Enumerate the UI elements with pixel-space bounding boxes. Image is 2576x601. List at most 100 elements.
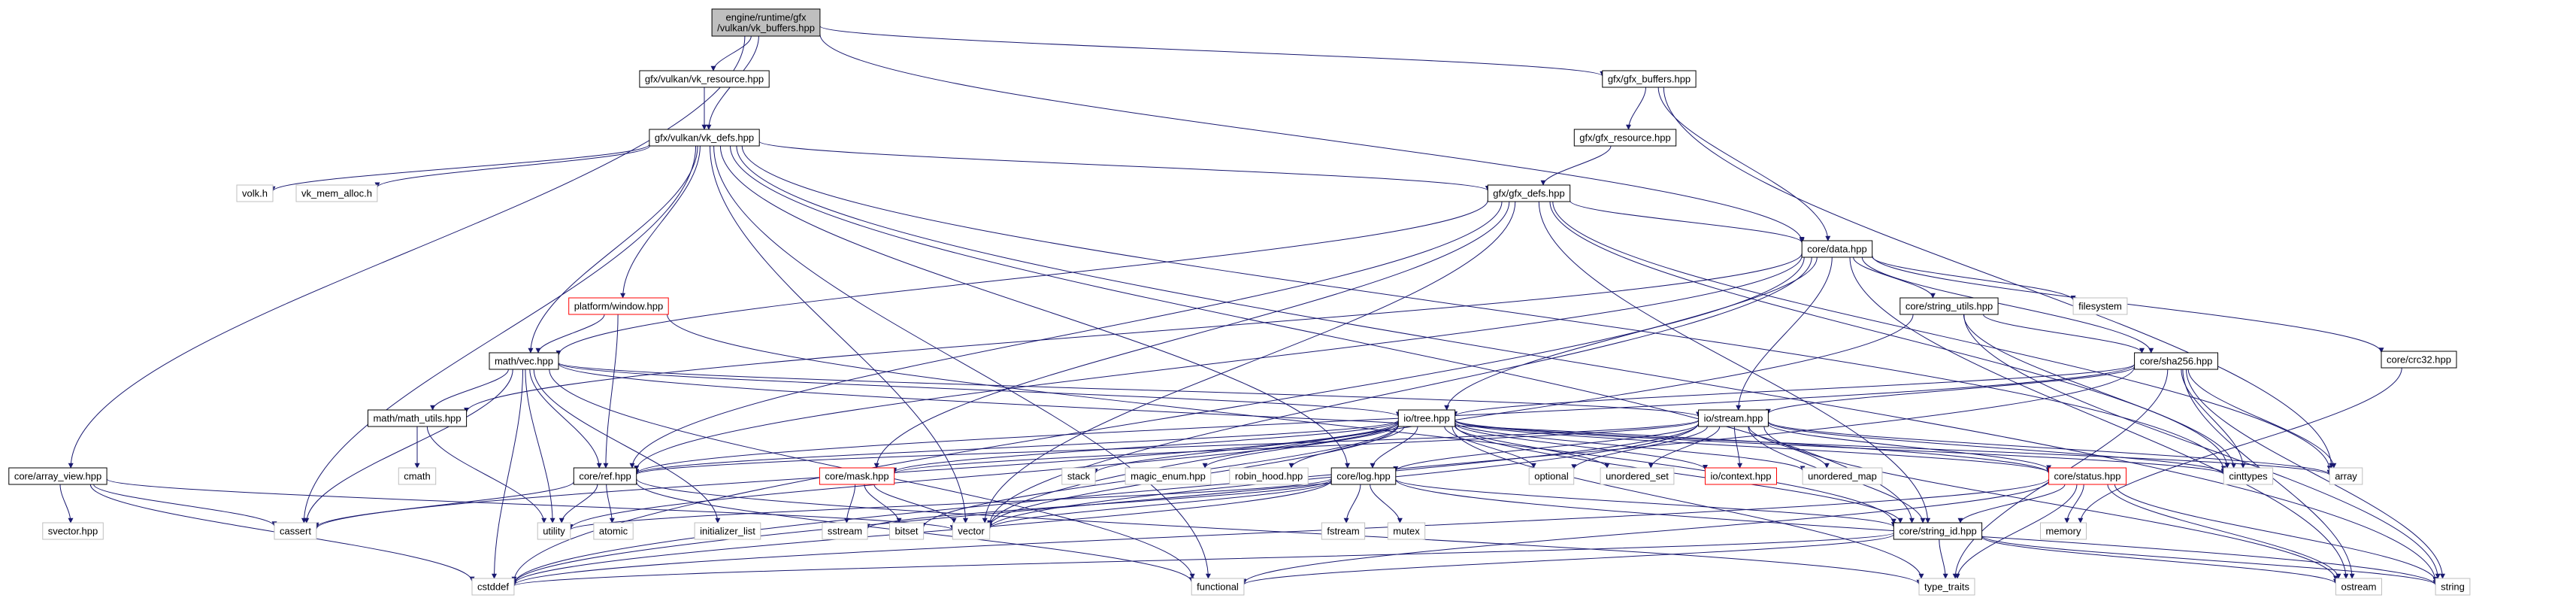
node-label: math/vec.hpp <box>495 356 553 367</box>
edge-string_utils-to-cinttypes <box>1963 314 2237 469</box>
node-root[interactable]: engine/runtime/gfx/vulkan/vk_buffers.hpp <box>711 8 821 37</box>
edge-window-to-vec <box>535 314 605 354</box>
edge-string_id-to-functional <box>1241 534 1894 585</box>
edge-gfx_defs-to-mask <box>873 201 1510 469</box>
node-box <box>711 8 821 37</box>
node-box <box>1705 467 1777 485</box>
edge-mask-to-sstream <box>843 484 856 524</box>
edge-vk_defs-to-string_id <box>730 145 1915 524</box>
node-bitset: bitset <box>889 522 925 540</box>
edge-ref-to-atomic <box>606 484 615 524</box>
edge-root-to-gfx_buffers <box>819 26 1606 77</box>
edge-vk_defs-to-gfx_defs <box>758 141 1491 191</box>
node-label: unordered_set <box>1606 471 1669 482</box>
edge-tree-to-type_traits <box>1451 426 1924 579</box>
node-crc32[interactable]: core/crc32.hpp <box>2381 351 2457 369</box>
edge-stream-to-cinttypes <box>1767 421 2226 474</box>
node-label: volk.h <box>242 188 268 199</box>
node-string-id[interactable]: core/string_id.hpp <box>1893 522 1983 540</box>
node-box <box>1801 240 1873 258</box>
edge-vec-to-stream <box>558 362 1701 417</box>
edge-root-to-vk_resource <box>710 35 752 71</box>
node-box <box>694 522 761 540</box>
node-array: array <box>2329 467 2363 485</box>
edge-vec-to-utility <box>525 369 555 524</box>
edge-vec-to-tree <box>558 363 1401 417</box>
node-memory: memory <box>2040 522 2087 540</box>
edge-data-to-math_utils <box>464 253 1803 413</box>
edge-sha256-to-cinttypes <box>2181 369 2246 469</box>
node-label: core/ref.hpp <box>579 471 631 482</box>
node-robin-hood: robin_hood.hpp <box>1229 467 1309 485</box>
node-window[interactable]: platform/window.hpp <box>568 297 669 315</box>
edge-gfx_defs-to-cinttypes <box>1549 201 2230 469</box>
node-math-utils[interactable]: math/math_utils.hpp <box>368 409 468 427</box>
node-cmath: cmath <box>398 467 437 485</box>
node-box <box>2072 297 2128 315</box>
edge-tree-to-mask <box>891 420 1399 473</box>
node-label: vk_mem_alloc.h <box>301 188 372 199</box>
edge-status-to-functional <box>1241 481 2050 584</box>
node-gfx-buffers[interactable]: gfx/gfx_buffers.hpp <box>1602 70 1697 88</box>
node-label: io/tree.hpp <box>1403 413 1449 424</box>
edge-log-to-vector <box>987 480 1332 530</box>
node-label: svector.hpp <box>48 526 98 537</box>
edge-gfx_defs-to-data <box>1570 200 1805 244</box>
node-string-utils[interactable]: core/string_utils.hpp <box>1899 297 1999 315</box>
node-box <box>2134 352 2219 370</box>
dependency-nodes: engine/runtime/gfx/vulkan/vk_buffers.hpp… <box>8 8 2471 596</box>
node-ostream: ostream <box>2335 578 2382 596</box>
node-array-view[interactable]: core/array_view.hpp <box>8 467 107 485</box>
node-label: fstream <box>1327 526 1359 537</box>
node-gfx-resource[interactable]: gfx/gfx_resource.hpp <box>1573 129 1677 147</box>
edge-stream-to-array <box>1767 420 2332 475</box>
node-io-context[interactable]: io/context.hpp <box>1705 467 1777 485</box>
node-label: vector <box>958 526 985 537</box>
node-label: initializer_list <box>700 526 755 537</box>
node-gfx-defs[interactable]: gfx/gfx_defs.hpp <box>1487 184 1571 202</box>
node-box <box>1387 522 1426 540</box>
node-log[interactable]: core/log.hpp <box>1330 467 1397 485</box>
node-label: core/sha256.hpp <box>2140 356 2213 367</box>
edge-vk_defs-to-functional <box>713 145 1211 579</box>
node-tree[interactable]: io/tree.hpp <box>1397 409 1456 427</box>
node-box <box>819 467 895 485</box>
node-label: cassert <box>280 526 311 537</box>
edge-mask-to-vector <box>873 484 957 524</box>
node-ref[interactable]: core/ref.hpp <box>573 467 637 485</box>
edge-stream-to-unordered_set <box>1648 426 1721 469</box>
edge-crc32-to-memory <box>2078 367 2402 524</box>
node-vector: vector <box>952 522 991 540</box>
node-box <box>1125 467 1212 485</box>
node-data[interactable]: core/data.hpp <box>1801 240 1873 258</box>
node-box <box>2335 578 2382 596</box>
edge-gfx_resource-to-gfx_defs <box>1540 145 1612 186</box>
node-label: gfx/gfx_defs.hpp <box>1493 188 1564 199</box>
node-box <box>2040 522 2087 540</box>
node-vec[interactable]: math/vec.hpp <box>489 352 559 370</box>
edge-data-to-filesystem <box>1872 256 2076 301</box>
edge-tree-to-status <box>1454 420 2051 474</box>
edge-sha256-to-cstddef <box>511 366 2136 584</box>
edge-vec-to-initializer_list <box>533 369 721 524</box>
edge-data-to-sha256 <box>1861 256 2154 354</box>
edge-window-to-string_id <box>667 314 1896 524</box>
node-label: platform/window.hpp <box>574 301 664 312</box>
edge-vec-to-status <box>558 363 2051 474</box>
node-box <box>1918 578 1975 596</box>
edge-gfx_defs-to-vector <box>982 201 1516 524</box>
node-label: gfx/gfx_buffers.hpp <box>1608 74 1691 85</box>
node-mask[interactable]: core/mask.hpp <box>819 467 895 485</box>
node-vk-resource[interactable]: gfx/vulkan/vk_resource.hpp <box>639 70 770 88</box>
node-status[interactable]: core/status.hpp <box>2048 467 2127 485</box>
edge-stream-to-io_context <box>1733 426 1743 469</box>
node-sha256[interactable]: core/sha256.hpp <box>2134 352 2219 370</box>
node-box <box>1397 409 1456 427</box>
edge-window-to-ref <box>603 314 619 469</box>
node-vk-defs[interactable]: gfx/vulkan/vk_defs.hpp <box>649 129 760 147</box>
node-box <box>368 409 468 427</box>
node-stream[interactable]: io/stream.hpp <box>1698 409 1769 427</box>
node-label: core/log.hpp <box>1336 471 1391 482</box>
node-box <box>398 467 437 485</box>
